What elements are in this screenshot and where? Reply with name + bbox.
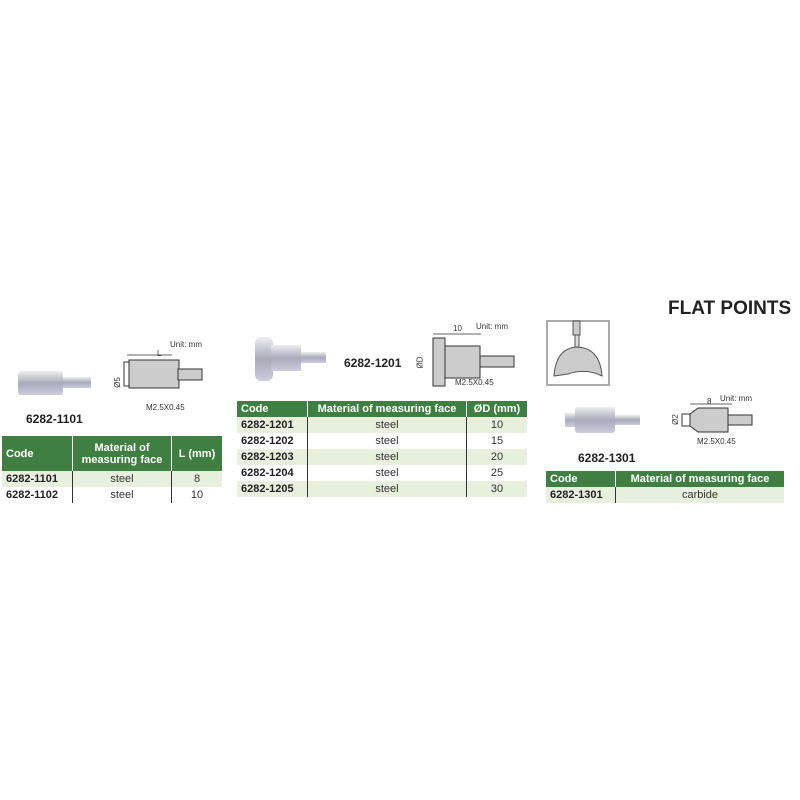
col-header: ØD (mm) <box>466 401 527 417</box>
cell-code: 6282-1101 <box>2 471 73 487</box>
cell-material: steel <box>307 481 467 497</box>
unit-label: Unit: mm <box>170 340 202 349</box>
diameter-label: Ø2 <box>670 414 680 425</box>
product-code-label: 6282-1201 <box>344 356 402 370</box>
col-header: Code <box>237 401 308 417</box>
cell-code: 6282-1102 <box>2 487 73 503</box>
col-header: L (mm) <box>171 436 222 471</box>
cell-size: 25 <box>490 467 504 479</box>
cell-material: carbide <box>615 487 784 503</box>
cell-code: 6282-1204 <box>237 465 308 481</box>
unit-label: Unit: mm <box>476 322 508 331</box>
thread-label: M2.5X0.45 <box>146 403 185 412</box>
cell-material: steel <box>307 417 467 433</box>
product-photo-6282-1301 <box>565 407 640 433</box>
usage-illustration <box>546 320 610 386</box>
cell-code: 6282-1202 <box>237 433 308 449</box>
thread-label: M2.5X0.45 <box>697 437 736 446</box>
cell-size: 8 <box>171 471 222 487</box>
unit-label: Unit: mm <box>720 394 752 403</box>
dim-label: 8 <box>707 397 712 406</box>
cell-size: 15 <box>490 435 504 447</box>
cell-material: steel <box>72 471 172 487</box>
product-code-label: 6282-1101 <box>26 412 83 426</box>
drawing-6282-1201 <box>432 333 515 387</box>
cell-size: 10 <box>466 417 527 433</box>
cell-size: 30 <box>466 481 527 497</box>
cell-code: 6282-1301 <box>546 487 616 503</box>
col-header: Material of measuring face <box>307 401 467 417</box>
diameter-label: Ø5 <box>112 377 122 388</box>
cell-material: steel <box>307 465 467 481</box>
cell-material: steel <box>307 433 467 449</box>
cell-code: 6282-1203 <box>237 449 308 465</box>
dim-label: L <box>157 349 162 358</box>
col-header: Material of measuring face <box>72 436 172 471</box>
product-photo-6282-1101 <box>18 371 91 395</box>
col-header: Code <box>546 471 616 487</box>
cell-size: 10 <box>190 489 204 501</box>
page-title: FLAT POINTS <box>668 298 792 319</box>
cell-code: 6282-1205 <box>237 481 308 497</box>
col-header: Material of measuring face <box>615 471 784 487</box>
drawing-6282-1301 <box>681 403 753 433</box>
cell-material: steel <box>307 449 467 465</box>
cell-material: steel <box>72 487 172 503</box>
cell-size: 20 <box>466 449 527 465</box>
thread-label: M2.5X0.45 <box>455 378 494 387</box>
cell-code: 6282-1201 <box>237 417 308 433</box>
col-header: Code <box>2 436 73 471</box>
drawing-6282-1101 <box>123 354 203 389</box>
diameter-label: ØD <box>415 356 425 369</box>
dim-label: 10 <box>453 324 462 333</box>
product-code-label: 6282-1301 <box>578 451 636 465</box>
product-photo-6282-1201 <box>255 337 326 381</box>
